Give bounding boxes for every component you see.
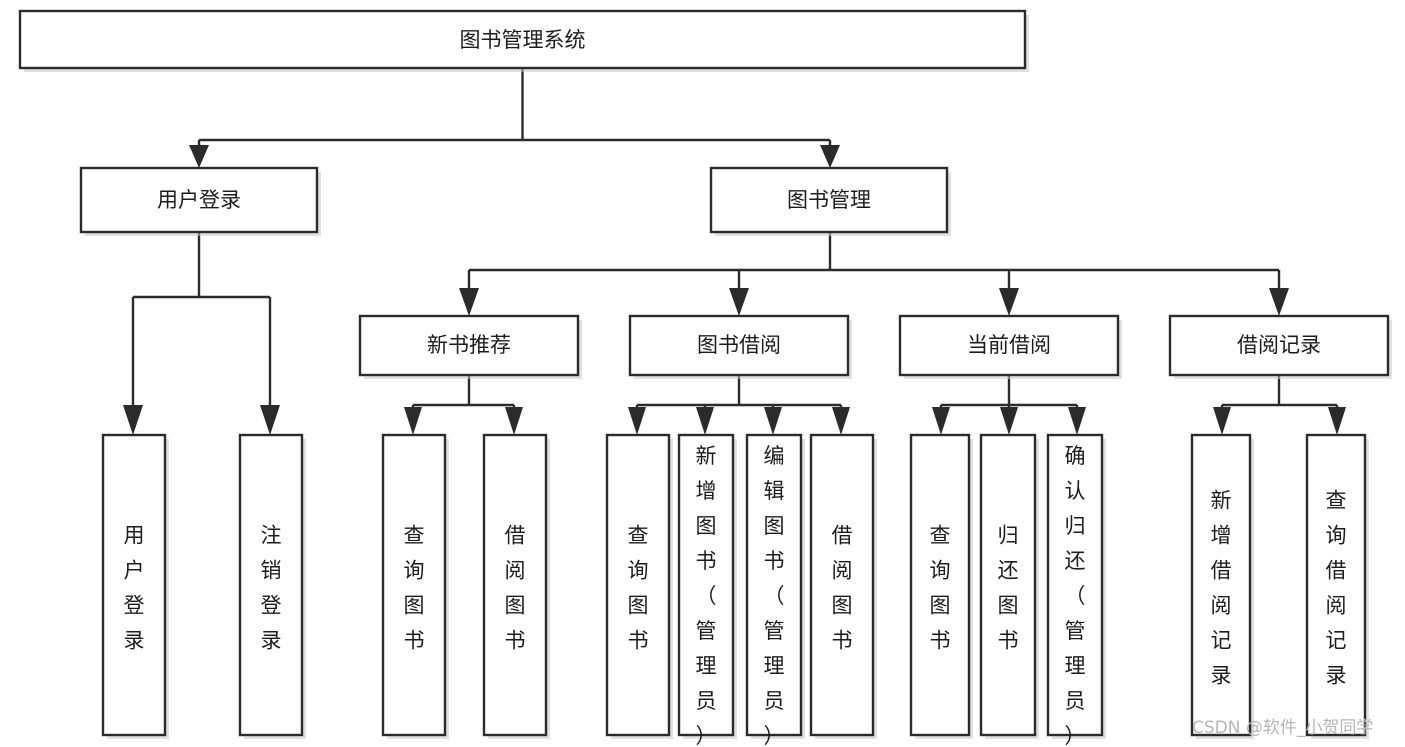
node-leaf-11[interactable]: 确认归还（管理员） — [1046, 433, 1106, 747]
node-leaf-8-label: 借阅图书 — [832, 523, 853, 652]
node-leaf-7[interactable]: 编辑图书（管理员） — [745, 433, 805, 747]
node-leaf-6[interactable]: 新增图书（管理员） — [677, 433, 737, 747]
node-records-box[interactable] — [1168, 314, 1390, 377]
arrow-head-leaf-7 — [764, 407, 782, 435]
node-leaf-3[interactable]: 查询图书 — [381, 433, 449, 739]
arrow-head-leaf-10 — [1000, 407, 1018, 435]
node-login-label: 用户登录 — [157, 188, 241, 212]
arrow-head-leaf-5 — [628, 407, 646, 435]
node-leaf-12-box[interactable] — [1190, 433, 1252, 737]
arrow-head-leaf-9 — [932, 407, 950, 435]
arrow-head-records — [1269, 288, 1289, 316]
node-leaf-8[interactable]: 借阅图书 — [809, 433, 877, 739]
arrow-head-borrow — [729, 288, 749, 316]
connector-group-borrow — [628, 375, 850, 435]
node-login[interactable]: 用户登录 — [79, 166, 321, 236]
node-current-box[interactable] — [898, 314, 1120, 377]
node-newbook[interactable]: 新书推荐 — [358, 314, 582, 379]
arrow-head-login — [189, 145, 209, 168]
node-bookmgmt[interactable]: 图书管理 — [709, 166, 951, 236]
node-leaf-9[interactable]: 查询图书 — [909, 433, 973, 739]
arrow-head-newbook — [459, 288, 479, 316]
node-leaf-12[interactable]: 新增借阅记录 — [1190, 433, 1254, 739]
node-newbook-box[interactable] — [358, 314, 580, 377]
node-leaf-1-label: 用户登录 — [124, 523, 145, 652]
node-root[interactable]: 图书管理系统 — [18, 9, 1029, 72]
arrow-head-leaf-13 — [1328, 407, 1346, 435]
node-leaf-3-box[interactable] — [381, 433, 447, 737]
node-borrow-box[interactable] — [628, 314, 850, 377]
node-leaf-7-label: 编辑图书（管理员） — [764, 444, 785, 747]
node-leaf-13[interactable]: 查询借阅记录 — [1305, 433, 1369, 739]
node-leaf-1[interactable]: 用户登录 — [101, 433, 169, 739]
node-leaf-5[interactable]: 查询图书 — [605, 433, 673, 739]
node-leaf-7-box[interactable] — [745, 433, 803, 737]
node-leaf-9-label: 查询图书 — [930, 523, 951, 652]
node-leaf-1-box[interactable] — [101, 433, 167, 737]
arrow-head-leaf-1 — [123, 405, 143, 435]
arrow-head-bookmgmt — [820, 145, 840, 168]
arrow-head-current — [999, 288, 1019, 316]
node-records-label: 借阅记录 — [1237, 333, 1321, 357]
connector-group-bookmgmt — [459, 232, 1289, 316]
node-leaf-10-box[interactable] — [979, 433, 1037, 737]
arrow-head-leaf-4 — [505, 407, 523, 435]
node-leaf-2[interactable]: 注销登录 — [238, 433, 306, 739]
node-bookmgmt-label: 图书管理 — [787, 188, 871, 212]
node-leaf-4[interactable]: 借阅图书 — [482, 433, 550, 739]
csdn-watermark: CSDN @软件_小贺同学 — [1192, 718, 1373, 738]
arrow-head-leaf-8 — [832, 407, 850, 435]
node-leaf-8-box[interactable] — [809, 433, 875, 737]
node-leaf-2-box[interactable] — [238, 433, 304, 737]
node-leaf-6-box[interactable] — [677, 433, 735, 737]
node-newbook-label: 新书推荐 — [427, 333, 511, 357]
arrow-head-leaf-2 — [260, 405, 280, 435]
node-records[interactable]: 借阅记录 — [1168, 314, 1392, 379]
node-current[interactable]: 当前借阅 — [898, 314, 1122, 379]
node-leaf-11-label: 确认归还（管理员） — [1065, 444, 1086, 747]
node-leaf-10-label: 归还图书 — [998, 523, 1019, 652]
arrow-head-leaf-6 — [696, 407, 714, 435]
node-login-box[interactable] — [79, 166, 319, 234]
node-leaf-4-box[interactable] — [482, 433, 548, 737]
connector-group-newbook — [404, 375, 523, 435]
node-leaf-9-box[interactable] — [909, 433, 971, 737]
connector-group-current — [932, 375, 1086, 435]
node-root-label: 图书管理系统 — [460, 28, 586, 52]
node-leaf-12-label: 新增借阅记录 — [1211, 488, 1232, 687]
node-leaf-4-label: 借阅图书 — [505, 523, 526, 652]
node-leaf-13-label: 查询借阅记录 — [1326, 488, 1347, 687]
node-leaf-5-label: 查询图书 — [628, 523, 649, 652]
node-leaf-6-label: 新增图书（管理员） — [696, 444, 717, 747]
arrow-head-leaf-12 — [1213, 407, 1231, 435]
node-leaf-2-label: 注销登录 — [261, 523, 282, 652]
node-bookmgmt-box[interactable] — [709, 166, 949, 234]
node-borrow[interactable]: 图书借阅 — [628, 314, 852, 379]
connector-group-root — [189, 68, 840, 168]
arrow-head-leaf-3 — [404, 407, 422, 435]
connector-group-records — [1213, 375, 1346, 435]
node-root-box[interactable] — [18, 9, 1027, 70]
node-borrow-label: 图书借阅 — [697, 333, 781, 357]
node-leaf-11-box[interactable] — [1046, 433, 1104, 737]
connector-group-login — [123, 232, 280, 435]
node-leaf-3-label: 查询图书 — [404, 523, 425, 652]
node-leaf-5-box[interactable] — [605, 433, 671, 737]
node-current-label: 当前借阅 — [967, 333, 1051, 357]
node-leaf-13-box[interactable] — [1305, 433, 1367, 737]
node-leaf-10[interactable]: 归还图书 — [979, 433, 1039, 739]
arrow-head-leaf-11 — [1068, 407, 1086, 435]
